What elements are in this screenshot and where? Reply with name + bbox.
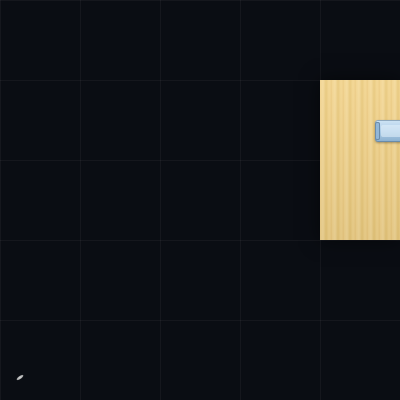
distant-object bbox=[15, 373, 25, 382]
sofa-object[interactable] bbox=[375, 120, 400, 142]
floor-tile[interactable] bbox=[320, 80, 400, 240]
